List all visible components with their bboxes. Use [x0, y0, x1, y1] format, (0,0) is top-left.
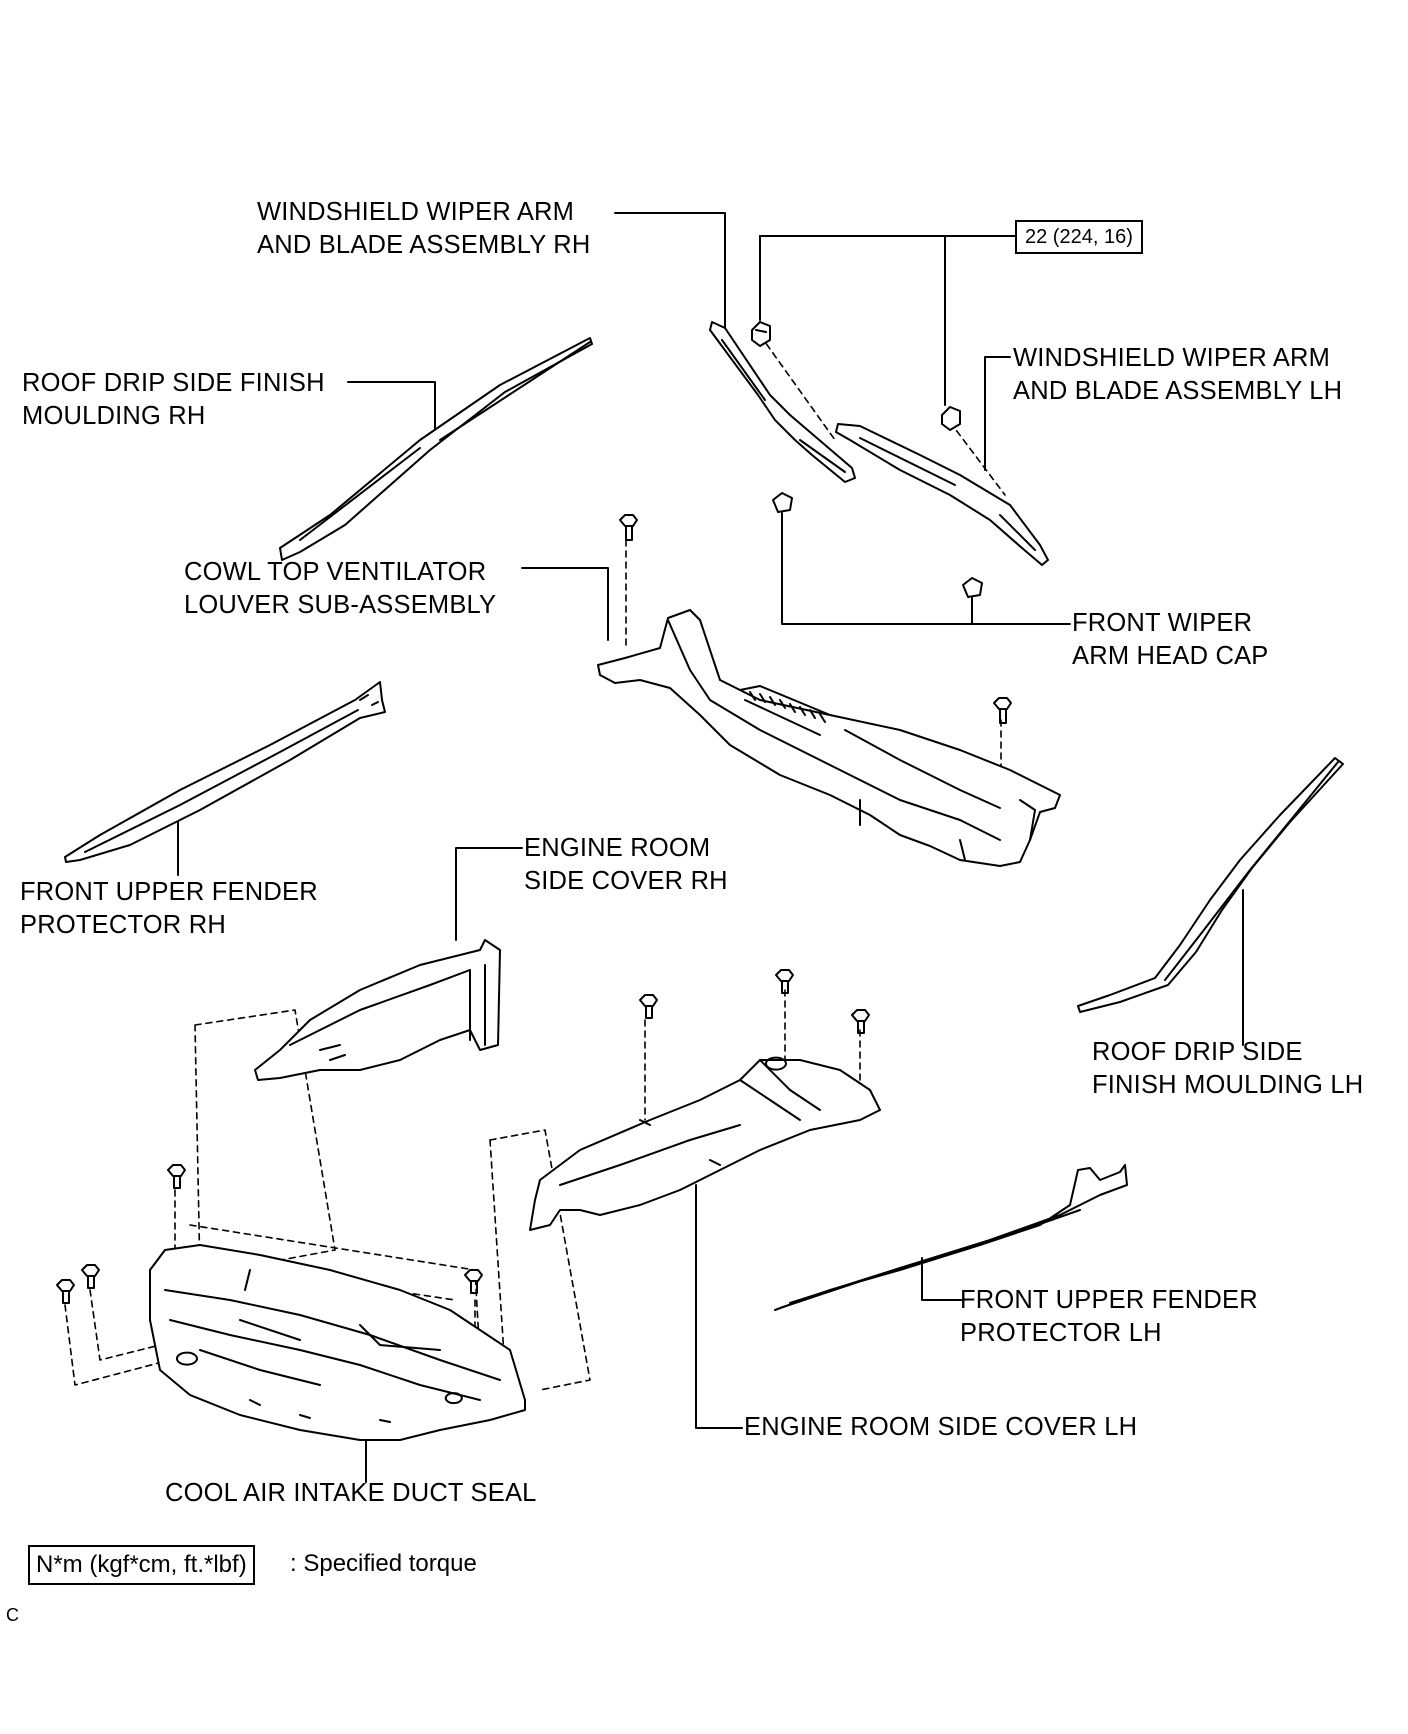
duct-clip-2 — [56, 1279, 75, 1304]
legend-torque-unit-box: N*m (kgf*cm, ft.*lbf) — [28, 1545, 255, 1585]
torque-spec-box: 22 (224, 16) — [1015, 220, 1143, 254]
label-wiper-arm-rh: WINDSHIELD WIPER ARM AND BLADE ASSEMBLY … — [257, 198, 591, 259]
wiper-arm-rh — [709, 321, 856, 483]
leader-lines — [177, 212, 1244, 1483]
duct-clip-4 — [464, 1269, 483, 1294]
roof-drip-moulding-lh — [1077, 757, 1344, 1013]
duct-clip-1 — [167, 1164, 186, 1189]
label-duct-seal: COOL AIR INTAKE DUCT SEAL — [165, 1479, 537, 1507]
cover-lh-clip-2 — [775, 969, 794, 994]
wiper-head-cap-2 — [962, 577, 983, 598]
wiper-nut-rh — [751, 321, 771, 347]
cover-lh-clip-1 — [639, 994, 658, 1019]
label-fender-protector-rh: FRONT UPPER FENDER PROTECTOR RH — [20, 878, 318, 939]
duct-seal — [149, 1244, 526, 1441]
cowl-clip-1 — [619, 514, 638, 541]
duct-clip-3 — [81, 1264, 100, 1289]
cowl-louver — [597, 609, 1061, 867]
roof-drip-moulding-rh — [279, 337, 593, 561]
fender-protector-lh — [774, 1164, 1128, 1311]
legend-torque-text: : Specified torque — [290, 1550, 477, 1577]
label-engine-cover-rh: ENGINE ROOM SIDE COVER RH — [524, 834, 728, 895]
label-roof-drip-lh: ROOF DRIP SIDE FINISH MOULDING LH — [1092, 1038, 1364, 1099]
cover-lh-clip-3 — [851, 1009, 870, 1034]
label-roof-drip-rh: ROOF DRIP SIDE FINISH MOULDING RH — [22, 369, 325, 430]
fender-protector-rh — [64, 681, 386, 863]
wiper-nut-lh — [941, 406, 961, 431]
engine-side-cover-lh — [529, 1056, 881, 1231]
cowl-clip-2 — [993, 697, 1012, 724]
wiper-head-cap-1 — [772, 492, 793, 513]
label-engine-cover-lh: ENGINE ROOM SIDE COVER LH — [744, 1413, 1138, 1441]
label-fender-protector-lh: FRONT UPPER FENDER PROTECTOR LH — [960, 1286, 1258, 1347]
engine-side-cover-rh — [254, 939, 501, 1081]
figure-code: C — [6, 1605, 19, 1625]
label-cowl-louver: COWL TOP VENTILATOR LOUVER SUB-ASSEMBLY — [184, 558, 497, 619]
label-wiper-head-cap: FRONT WIPER ARM HEAD CAP — [1072, 609, 1269, 670]
label-wiper-arm-lh: WINDSHIELD WIPER ARM AND BLADE ASSEMBLY … — [1013, 344, 1343, 405]
wiper-arm-lh — [835, 423, 1049, 566]
